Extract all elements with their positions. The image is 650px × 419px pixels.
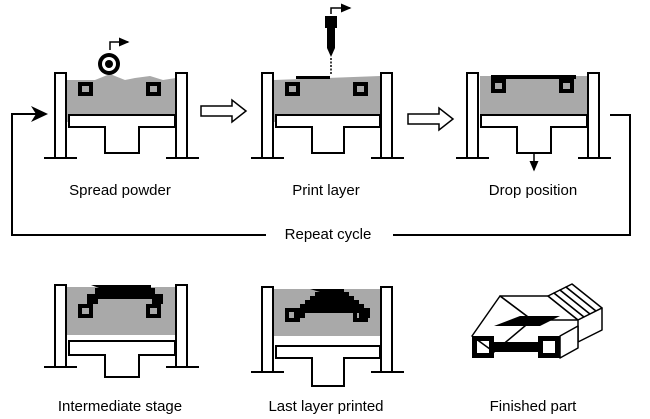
- process-arrow-icon: [200, 98, 248, 124]
- part-block-right: [146, 82, 161, 96]
- printed-strip: [491, 75, 576, 79]
- step-label-drop-position: Drop position: [488, 182, 578, 199]
- stage-label-finished: Finished part: [489, 398, 577, 415]
- repeat-arrow-icon: [31, 106, 48, 122]
- repeat-cycle-label: Repeat cycle: [284, 226, 372, 243]
- intermediate-stage-unit: [44, 284, 199, 378]
- print-head-icon: [325, 16, 337, 57]
- part-block-left: [78, 82, 93, 96]
- print-layer-unit: [251, 3, 404, 159]
- drop-position-unit: [456, 72, 611, 172]
- stage-label-intermediate: Intermediate stage: [57, 398, 183, 415]
- left-wall: [54, 72, 67, 159]
- roller-icon: [98, 53, 120, 75]
- repeat-cycle-loop: [11, 106, 631, 236]
- motion-arrow-icon: [330, 3, 352, 14]
- part-cross-section: [294, 289, 370, 318]
- finished-part: [471, 283, 603, 359]
- process-arrow-icon: [407, 106, 455, 132]
- spread-powder-unit: [44, 37, 199, 159]
- step-label-spread-powder: Spread powder: [69, 182, 171, 199]
- stage-label-last-layer: Last layer printed: [268, 398, 384, 415]
- right-wall: [175, 72, 188, 159]
- build-platform: [68, 114, 176, 154]
- motion-arrow-icon: [109, 37, 130, 50]
- step-label-print-layer: Print layer: [292, 182, 360, 199]
- part-cross-section: [87, 285, 163, 304]
- last-layer-unit: [251, 286, 404, 387]
- printed-strip: [296, 76, 330, 79]
